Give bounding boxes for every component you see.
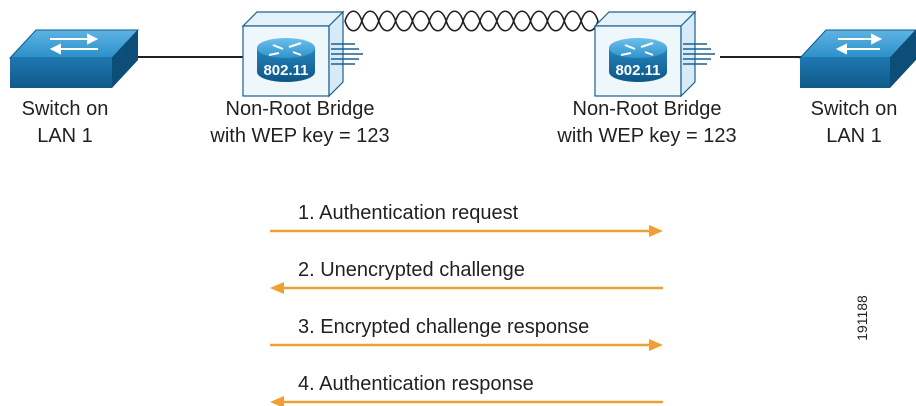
bridge-badge: 802.11 [263, 62, 308, 79]
switch-right-line2: LAN 1 [826, 125, 882, 147]
switch-right-label: Switch on LAN 1 [796, 96, 912, 150]
switch-left-line2: LAN 1 [37, 125, 93, 147]
bridge-left-line2: with WEP key = 123 [210, 125, 390, 147]
bridge-left-line1: Non-Root Bridge [225, 98, 375, 120]
switch-right-line1: Switch on [810, 98, 898, 120]
wireless-bridge-icon: 802.11 [593, 10, 715, 98]
message-arrowhead-2 [270, 282, 284, 294]
message-arrows [270, 225, 663, 406]
message-label-3: 3. Encrypted challenge response [298, 316, 590, 338]
message-arrowhead-4 [270, 396, 284, 406]
message-label-2: 2. Unencrypted challenge [298, 259, 525, 281]
switch-icon [798, 29, 916, 88]
wireless-coil-strand [344, 18, 599, 32]
message-label-4: 4. Authentication response [298, 373, 534, 395]
wireless-coil-strand [344, 10, 599, 24]
bridge-badge: 802.11 [615, 62, 660, 79]
message-label-1: 1. Authentication request [298, 202, 519, 224]
message-arrowhead-1 [649, 225, 663, 237]
switch-icon [8, 29, 140, 88]
bridge-right-line2: with WEP key = 123 [557, 125, 737, 147]
bridge-left-label: Non-Root Bridge with WEP key = 123 [180, 96, 420, 150]
figure-id-text: 191188 [854, 295, 870, 341]
message-arrowhead-3 [649, 339, 663, 351]
wireless-bridge-icon: 802.11 [241, 10, 363, 98]
switch-left-line1: Switch on [21, 98, 109, 120]
wireless-link-icon [344, 10, 599, 32]
bridge-right-line1: Non-Root Bridge [572, 98, 722, 120]
bridge-right-label: Non-Root Bridge with WEP key = 123 [522, 96, 772, 150]
switch-left-label: Switch on LAN 1 [10, 96, 120, 150]
